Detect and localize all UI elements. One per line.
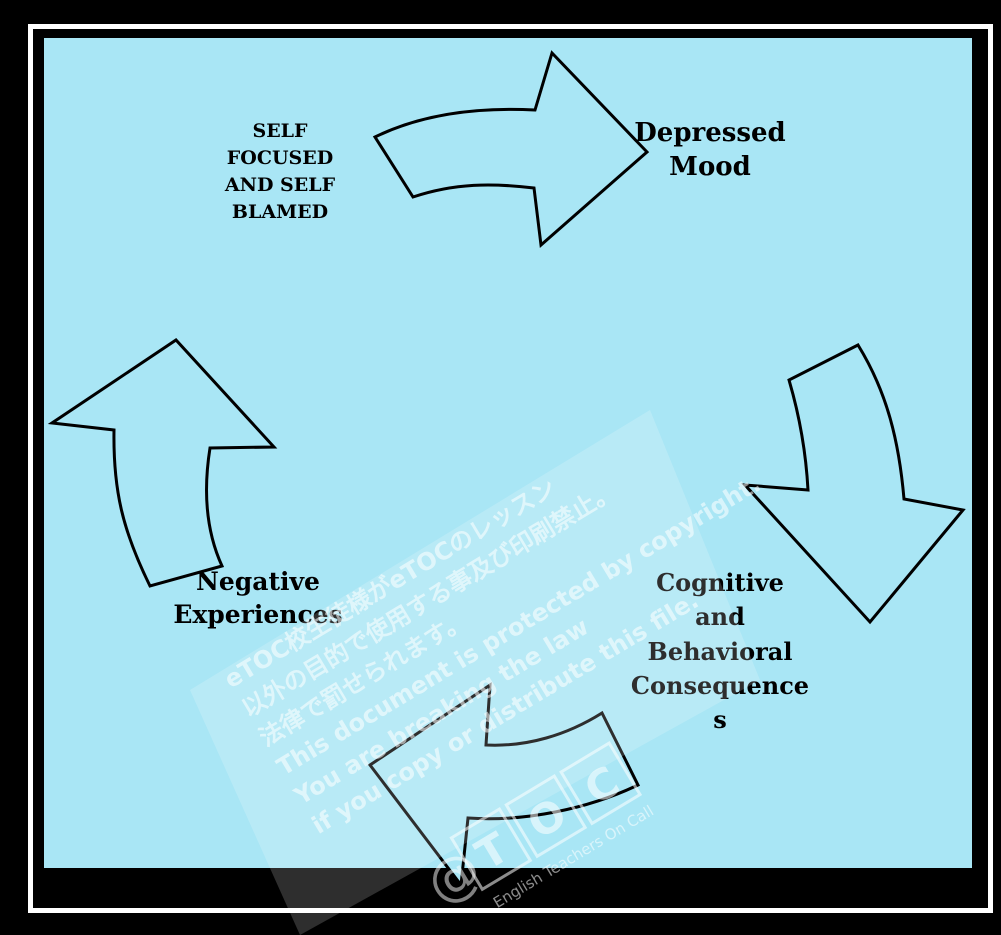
node-negative-experiences: Negative Experiences [173,567,343,629]
arrow-neg-to-self [47,338,278,588]
node-cognitive-consequences: Cognitive and Behavioral Consequence s [630,568,810,735]
arrow-cog-to-neg [367,682,641,889]
arrow-self-to-mood [372,50,650,248]
node-depressed-mood: Depressed Mood [634,118,786,182]
arrow-mood-to-cog [741,343,966,625]
node-self-focused: SELF FOCUSED AND SELF BLAMED [224,120,336,223]
